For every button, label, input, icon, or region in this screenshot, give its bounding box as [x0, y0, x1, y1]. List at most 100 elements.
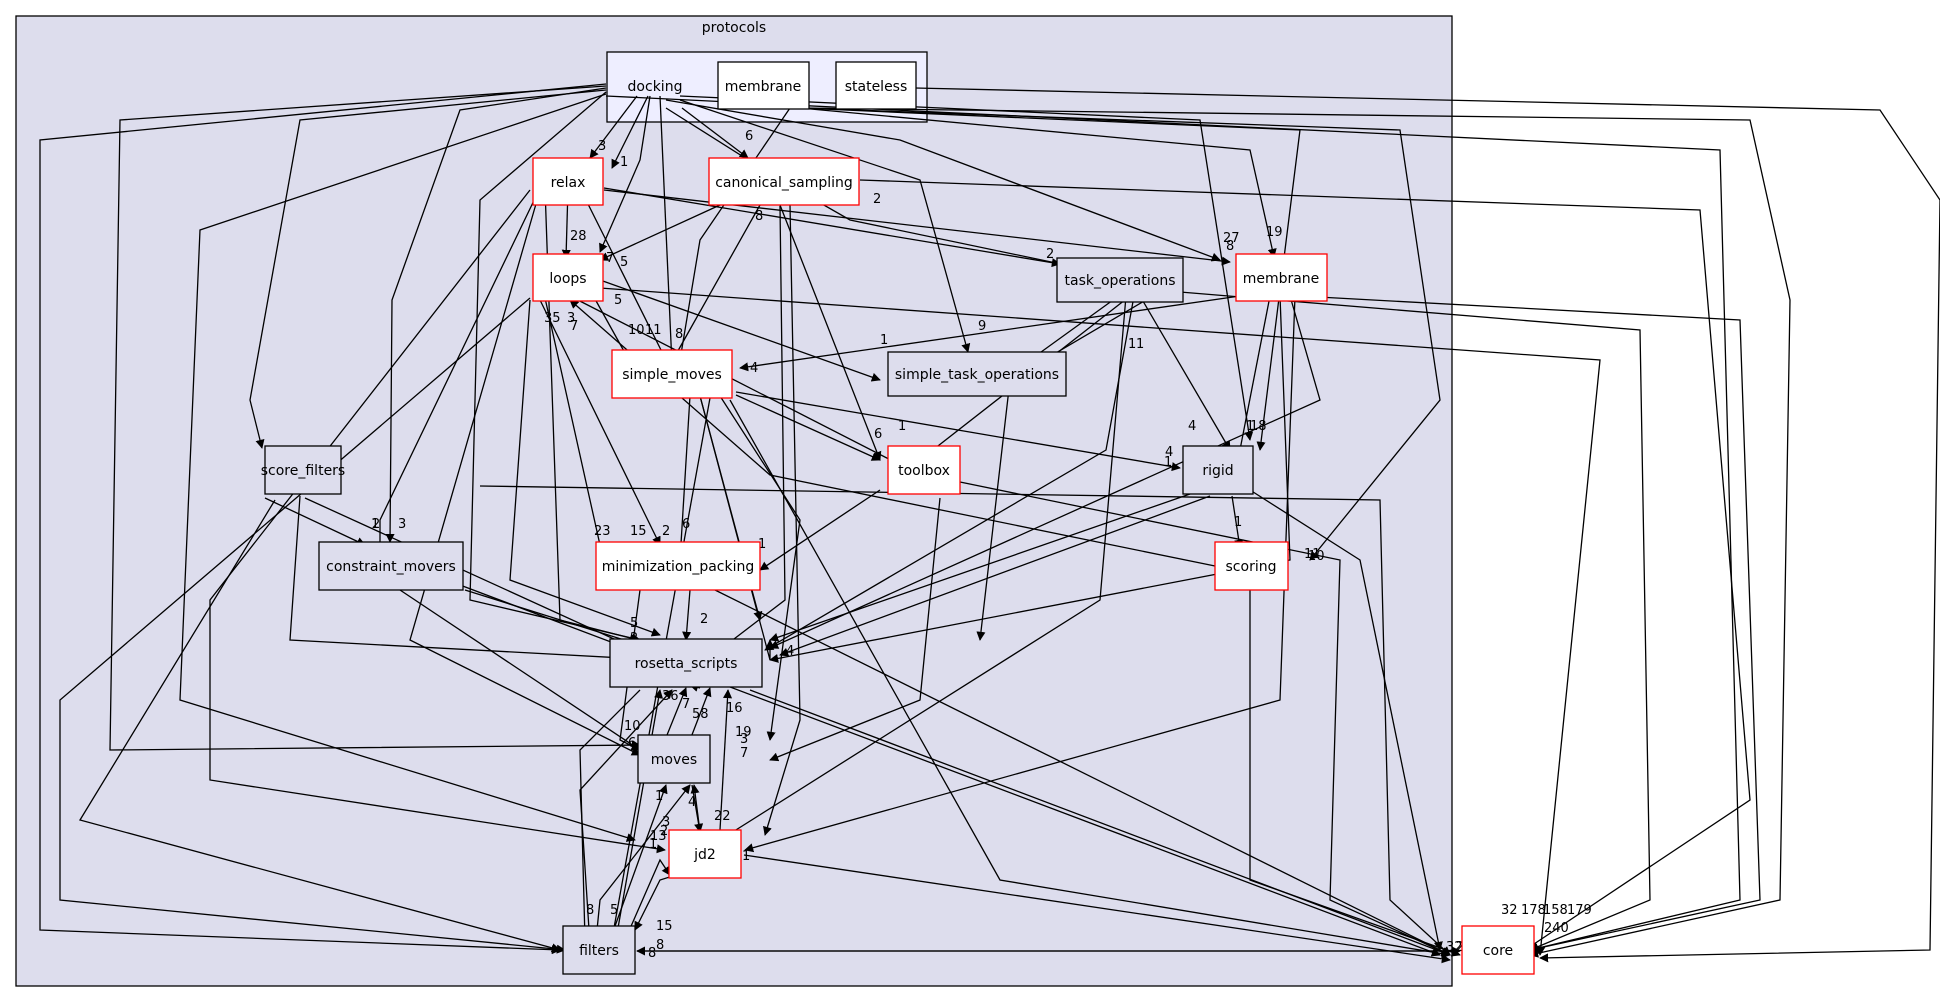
core-node-box[interactable]: [1461, 925, 1535, 975]
edge-label: 7: [740, 746, 748, 761]
edge-label: 58: [692, 707, 709, 722]
edge-label: 8: [648, 946, 656, 961]
edge-label: 1: [371, 517, 379, 532]
edge-label: 15: [630, 524, 647, 539]
edge-label: 1: [742, 849, 750, 864]
edge-label: 27: [1223, 231, 1240, 246]
edge-label: 8: [755, 209, 763, 224]
task-operations-node-box[interactable]: [1056, 257, 1184, 303]
edge-label: 19: [735, 725, 752, 740]
edge-label: 18: [1250, 419, 1267, 434]
moves-node-box[interactable]: [637, 734, 711, 784]
relax-node-box[interactable]: [532, 157, 604, 206]
edge-label: 1: [880, 333, 888, 348]
edge-label: 3: [398, 517, 406, 532]
filters-node-box[interactable]: [562, 925, 636, 975]
edge-label: 4: [786, 644, 794, 659]
edge-label: 3: [662, 815, 670, 830]
protocols-cluster-label: protocols: [702, 20, 766, 36]
scoring-node-label: scoring: [1226, 559, 1277, 575]
edge-label: 7: [682, 697, 690, 712]
stateless-node-box[interactable]: [835, 61, 917, 110]
nodes: membrane docking stateless relax canonic…: [261, 61, 1535, 975]
edge-label: 4: [1188, 419, 1196, 434]
edge-label: 28: [570, 229, 587, 244]
edge-label: 22: [714, 809, 731, 824]
rosetta-scripts-node-label: rosetta_scripts: [635, 656, 738, 672]
minimization-packing-node-box[interactable]: [595, 541, 761, 591]
edge-label: 11: [645, 323, 662, 338]
edge-label: 6: [874, 427, 882, 442]
membrane-node-box[interactable]: [1235, 253, 1328, 302]
simple-task-operations-node-box[interactable]: [887, 351, 1067, 397]
edge-label: 3: [740, 732, 748, 747]
edge-label: 158: [1543, 903, 1568, 918]
membrane-node-label: membrane: [1243, 271, 1320, 287]
minimization-packing-node-label: minimization_packing: [602, 559, 754, 575]
edge-label: 1: [758, 537, 766, 552]
score-filters-node-label: score_filters: [261, 463, 345, 479]
edge-label: 36: [662, 689, 679, 704]
rigid-node-box[interactable]: [1182, 445, 1254, 495]
scoring-node-box[interactable]: [1214, 541, 1289, 591]
membrane-top-node-label: membrane: [725, 79, 802, 95]
edge-label: 2: [662, 524, 670, 539]
edge-label: 1: [1164, 455, 1172, 470]
edge-label: 2: [873, 192, 881, 207]
toolbox-node-label: toolbox: [898, 463, 950, 479]
edge-label: 4: [1165, 445, 1173, 460]
edge-label: 6: [745, 129, 753, 144]
edge-label: 2: [660, 824, 668, 839]
edge-label: 16: [726, 701, 743, 716]
edge-label: 179: [1567, 903, 1592, 918]
constraint-movers-node-label: constraint_movers: [326, 559, 456, 575]
edge-label: 1: [620, 155, 628, 170]
score-filters-node-box[interactable]: [264, 445, 342, 495]
relax-node-label: relax: [551, 175, 586, 191]
edge-label: 1: [898, 419, 906, 434]
toolbox-node-box[interactable]: [887, 445, 961, 495]
edge-label: 10: [624, 719, 641, 734]
edge-label: 8: [675, 327, 683, 342]
edge-label: 8: [586, 903, 594, 918]
edge-label: 8: [1226, 239, 1234, 254]
edge-label: 2: [700, 612, 708, 627]
canonical-sampling-node-label: canonical_sampling: [715, 175, 853, 191]
edge-label: 1: [1128, 337, 1136, 352]
simple-moves-node-box[interactable]: [611, 349, 733, 399]
edge-label: 10: [628, 323, 645, 338]
jd2-node-label: jd2: [693, 847, 716, 863]
stateless-node-label: stateless: [845, 79, 908, 95]
edge-label: 1: [655, 789, 663, 804]
edge-label: 9: [978, 319, 986, 334]
moves-node-label: moves: [651, 752, 697, 768]
edge-label: 13: [650, 829, 667, 844]
simple-task-operations-node-label: simple_task_operations: [895, 367, 1059, 383]
edge-label: 1: [1234, 515, 1242, 530]
edge-label: 23: [594, 524, 611, 539]
canonical-sampling-node-box[interactable]: [708, 157, 860, 206]
edge-label: 15: [656, 919, 673, 934]
edge-label: 5: [614, 293, 622, 308]
edge-label: 6: [682, 517, 690, 532]
edge-label: 1: [1246, 419, 1254, 434]
constraint-movers-node-box[interactable]: [318, 541, 464, 591]
edge-label: 2: [1046, 247, 1054, 262]
edge-label: 19: [1266, 225, 1283, 240]
membrane-top-node-box[interactable]: [717, 61, 810, 110]
edge-label: 5: [610, 903, 618, 918]
rosetta-scripts-node-box[interactable]: [609, 638, 763, 688]
jd2-node-box[interactable]: [668, 829, 742, 879]
docking-node-label[interactable]: docking: [628, 79, 683, 95]
edge-label: 32: [1501, 903, 1518, 918]
edge-label: 7: [606, 251, 614, 266]
loops-node-label: loops: [549, 271, 586, 287]
filters-node-label: filters: [579, 943, 619, 959]
edge-label: 1: [649, 837, 657, 852]
edge-label: 2: [372, 517, 380, 532]
loops-node-box[interactable]: [532, 253, 604, 302]
task-operations-node-label: task_operations: [1065, 273, 1176, 289]
edge-label: 4: [750, 361, 758, 376]
